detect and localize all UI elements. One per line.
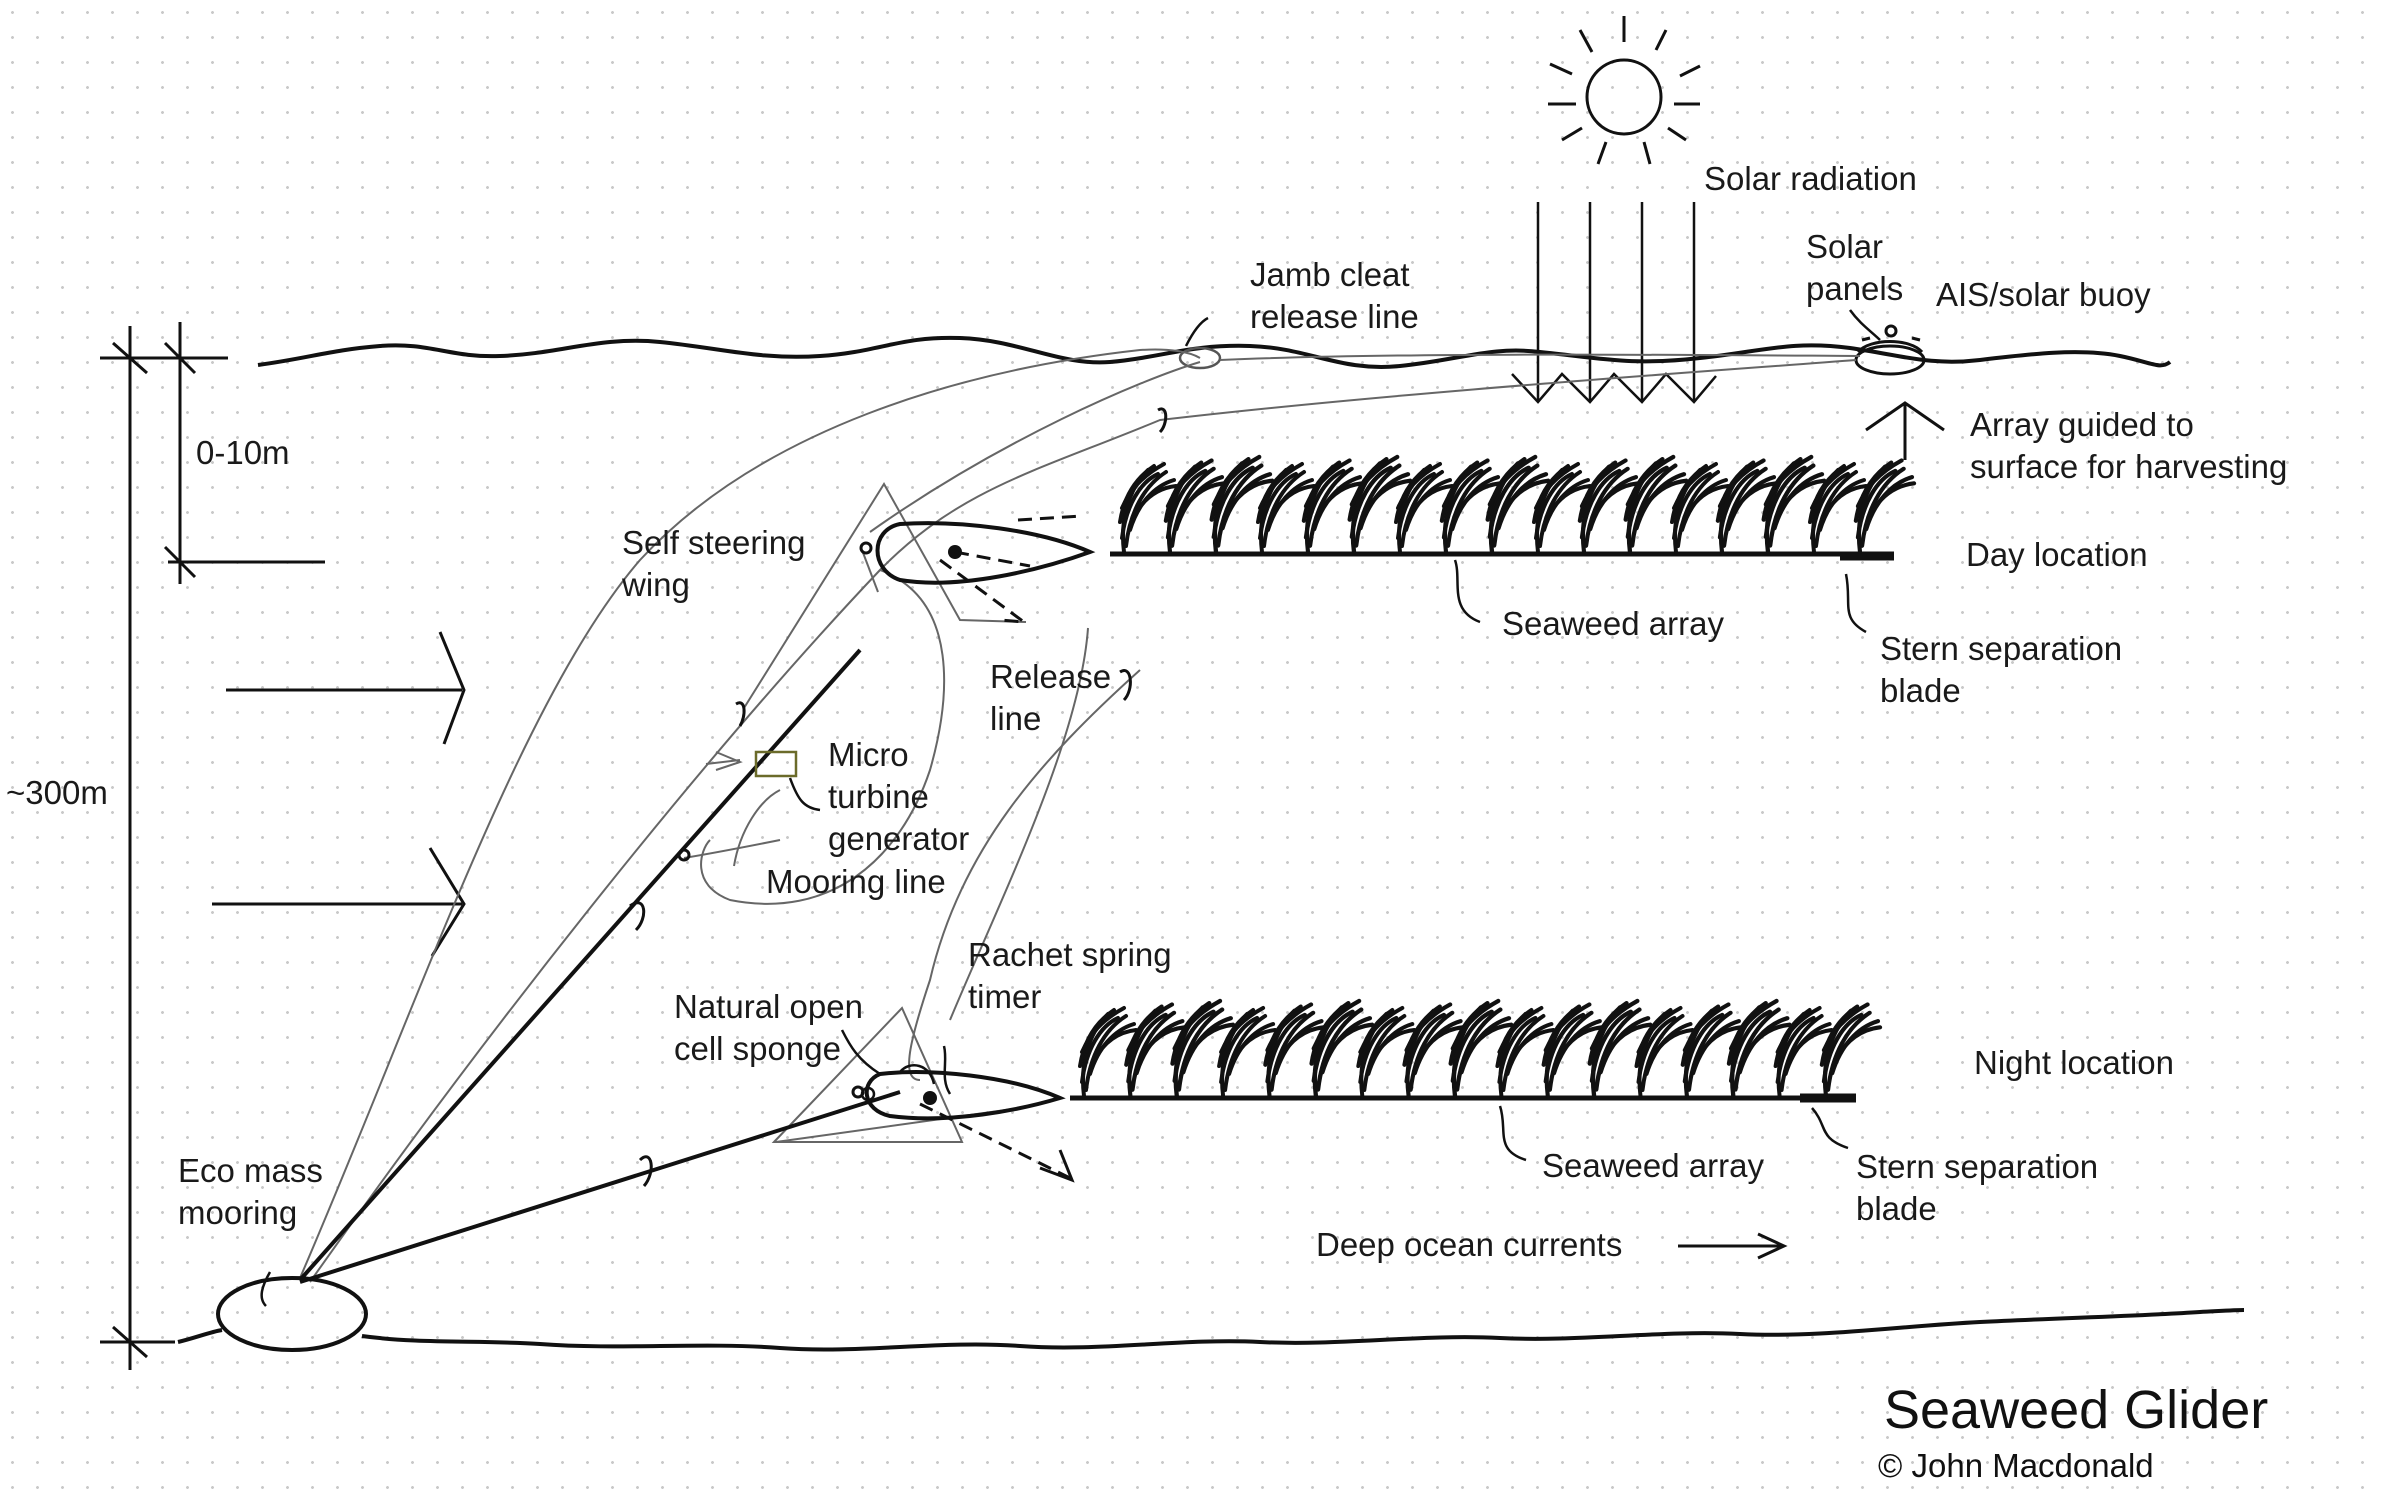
label-seaweed-array-night: Seaweed array [1542, 1147, 1764, 1184]
eco-mass-mooring-block [216, 1276, 368, 1352]
line-markers [629, 407, 1168, 1187]
seaweed-frond [1856, 460, 1914, 552]
harvest-arrow [1865, 401, 1945, 460]
self-steering-wing-day [875, 514, 1096, 624]
label-seaweed-array-day: Seaweed array [1502, 605, 1724, 642]
sea-surface-line [257, 335, 2172, 369]
ais-solar-buoy [1854, 324, 1926, 376]
label-mooring-line: Mooring line [766, 863, 946, 900]
diagram-title: Seaweed Glider [1884, 1380, 2269, 1440]
callout-leaders [260, 309, 1881, 1307]
self-steering-wing-night [860, 1064, 1075, 1183]
label-night-location: Night location [1974, 1044, 2174, 1081]
label-depth-total: ~300m [6, 774, 108, 811]
label-day-location: Day location [1966, 536, 2148, 573]
seaweed-frond [1822, 1004, 1880, 1096]
jamb-cleat [1178, 346, 1222, 370]
mooring-lines [298, 648, 901, 1284]
sea-floor-line [177, 1308, 2245, 1352]
current-arrows [212, 631, 1788, 1260]
diagram-credit: © John Macdonald [1878, 1447, 2154, 1484]
thin-lines [299, 348, 1861, 1283]
label-ais-buoy: AIS/solar buoy [1936, 276, 2151, 313]
depth-dimension-lines [100, 322, 325, 1370]
label-solar-radiation: Solar radiation [1704, 160, 1917, 197]
seaweed-array-day [1110, 457, 1914, 561]
micro-turbine-box [754, 750, 821, 812]
solar-rays [1511, 202, 1717, 404]
label-depth-surface: 0-10m [196, 434, 290, 471]
sun-icon [1548, 16, 1701, 165]
seaweed-array-night [1070, 1001, 1880, 1103]
label-deep-currents: Deep ocean currents [1316, 1226, 1623, 1263]
